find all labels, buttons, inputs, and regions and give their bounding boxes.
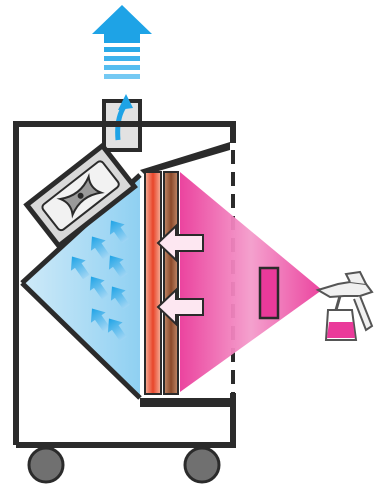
wheel-right [183,446,221,484]
inflow-arrow-upper [156,223,204,263]
airflow-arrow [107,318,127,342]
red-filter-panel [144,171,162,395]
airflow-arrow [109,220,129,244]
airflow-arrow [108,255,128,279]
workpiece-icon [258,266,280,320]
airflow-arrow [90,236,110,260]
airflow-arrow [89,276,109,300]
top-deflector [140,142,230,175]
airflow-arrow [110,286,130,310]
spray-gun-icon [315,270,374,341]
airflow-arrow [70,256,90,280]
wheel-left [27,446,65,484]
airflow-arrows [70,220,130,342]
spray-cone [180,172,322,392]
exhaust-arrow-icon [92,5,152,79]
airflow-arrow [90,308,110,332]
fan-housing [23,142,138,250]
brown-filter-panel [163,171,179,395]
inflow-arrow-lower [156,287,204,327]
bottom-ledge [140,398,231,407]
fan-icon [41,160,120,232]
